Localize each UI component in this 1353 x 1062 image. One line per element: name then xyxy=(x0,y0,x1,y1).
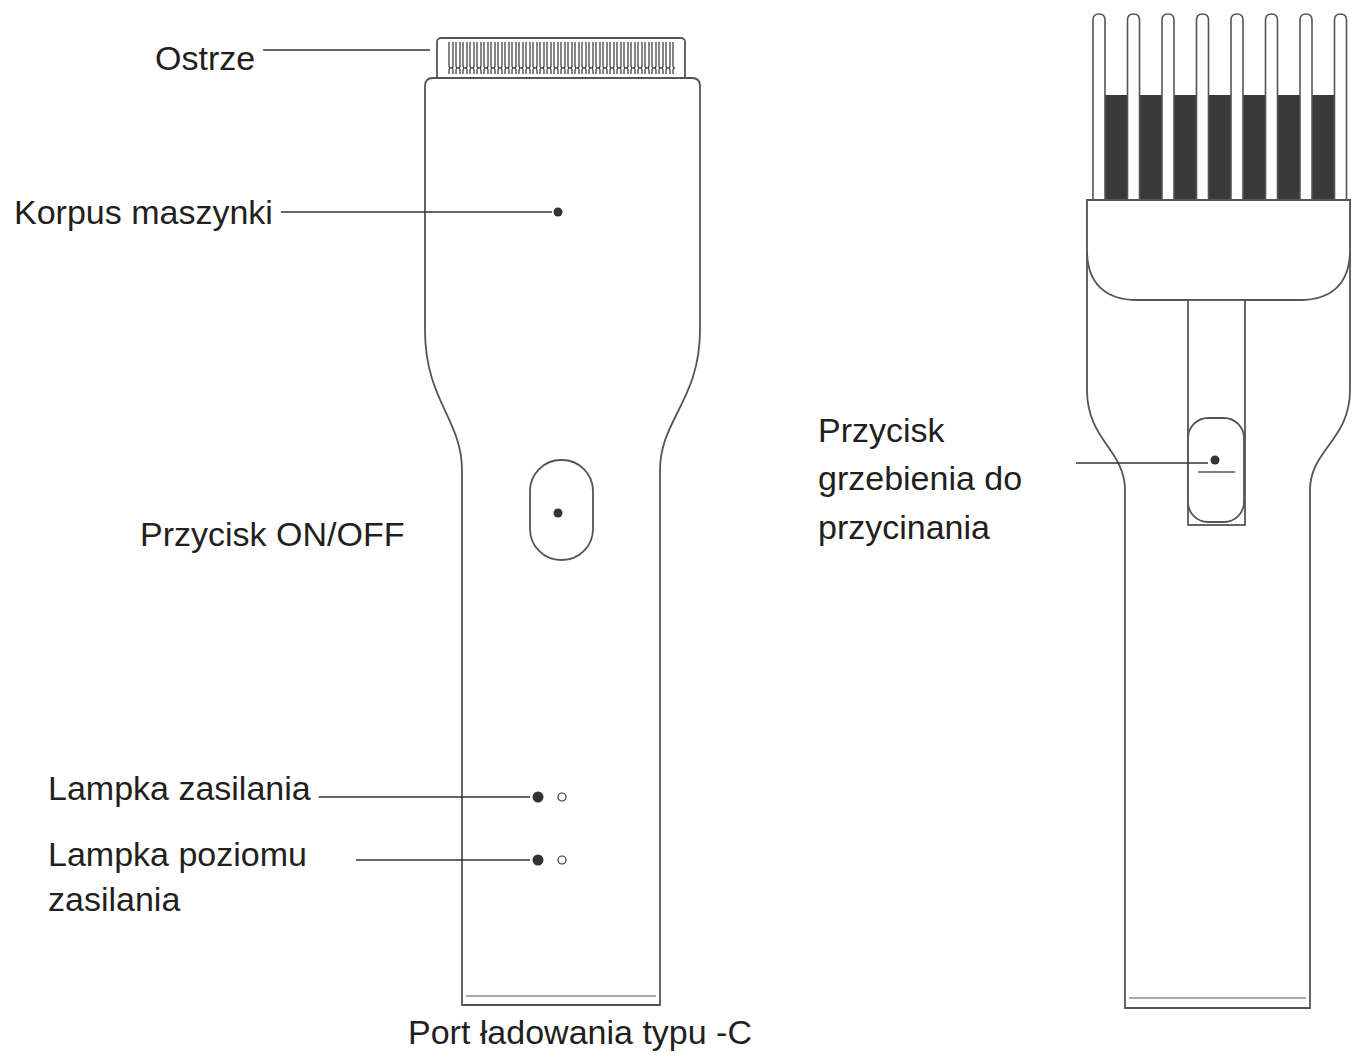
power-button xyxy=(530,460,593,560)
indicator-lamp xyxy=(558,793,566,801)
body-base-line xyxy=(1129,998,1306,999)
comb-tooth xyxy=(1335,14,1347,205)
comb-base xyxy=(1087,200,1350,300)
part-label: Przycisk ON/OFF xyxy=(140,512,404,558)
part-label: Lampka poziomu zasilania xyxy=(48,832,348,922)
body-base-line xyxy=(466,996,656,997)
comb-tooth xyxy=(1128,14,1140,205)
leader-line xyxy=(319,796,530,798)
anchor-dot xyxy=(554,509,563,518)
leader-line xyxy=(356,859,530,861)
comb-button xyxy=(1188,418,1244,522)
part-label: Korpus maszynki xyxy=(14,190,273,236)
indicator-lamp xyxy=(533,855,544,866)
comb-tooth xyxy=(1093,14,1105,205)
clipper-body xyxy=(1087,200,1350,1008)
blade-teeth xyxy=(447,42,675,74)
blade xyxy=(437,38,685,80)
comb-tooth xyxy=(1266,14,1278,205)
part-label: Przycisk grzebienia do przycinania xyxy=(818,406,1068,551)
indicator-lamp xyxy=(558,856,566,864)
leader-line xyxy=(263,49,430,51)
comb-tooth xyxy=(1197,14,1209,205)
clipper-body xyxy=(425,78,700,1005)
comb-tooth xyxy=(1162,14,1174,205)
leader-line xyxy=(281,211,552,213)
comb-tooth xyxy=(1231,14,1243,205)
button-mark xyxy=(1198,471,1235,472)
leader-line xyxy=(1076,462,1208,464)
clipper-with-comb xyxy=(1087,14,1350,1008)
anchor-dot xyxy=(554,208,563,217)
part-label: Ostrze xyxy=(155,36,255,82)
part-label: Port ładowania typu -C xyxy=(408,1010,752,1056)
indicator-lamp xyxy=(533,792,544,803)
anchor-dot xyxy=(1211,456,1220,465)
comb-stem xyxy=(1188,300,1245,525)
comb-tooth xyxy=(1300,14,1312,205)
part-label: Lampka zasilania xyxy=(48,766,311,812)
comb-teeth xyxy=(1093,14,1347,205)
